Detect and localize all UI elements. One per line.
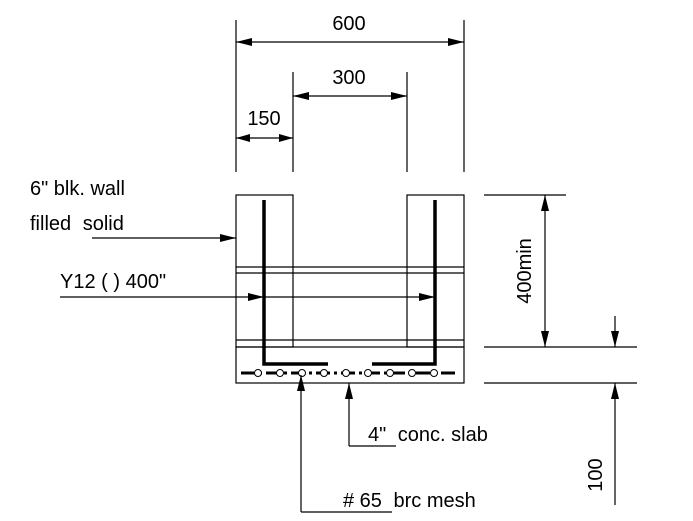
wall-label-filled: filled [30, 213, 71, 235]
course-lines [236, 266, 464, 341]
mesh-label-number: # 65 [343, 490, 382, 512]
dimension-400min: 400min [484, 194, 637, 348]
rebar-label: Y12 ( ) 400" [60, 271, 166, 293]
mesh-bar-dot [364, 369, 372, 377]
slab-label: 4" conc. slab [368, 424, 488, 446]
mesh-bar-dot [430, 369, 438, 377]
dimension-400min-label: 400min [514, 238, 536, 304]
rebar-callout: Y12 ( ) 400" [60, 271, 435, 301]
brc-mesh-line [241, 369, 459, 377]
dimension-100: 100 [484, 316, 637, 505]
wall-callout: 6" blk. wall filled solid [30, 178, 236, 242]
dimension-600-label: 600 [332, 13, 365, 35]
mesh-bar-dot [254, 369, 262, 377]
slab-label-thickness: 4" [368, 424, 386, 446]
mesh-label: # 65 brc mesh [343, 490, 476, 512]
concrete-slab [235, 346, 465, 384]
mesh-bar-dot [342, 369, 350, 377]
mesh-bar-dot [298, 369, 306, 377]
mesh-bar-dot [408, 369, 416, 377]
rebar-bars [262, 200, 437, 366]
mesh-callout: # 65 brc mesh [297, 375, 476, 513]
extension-lines [235, 20, 465, 172]
dimension-100-label: 100 [585, 458, 607, 491]
wall-label-solid: solid [83, 213, 124, 235]
dimension-300-label: 300 [332, 67, 365, 89]
wall-label-line1: 6" blk. wall [30, 178, 125, 200]
mesh-bar-dot [386, 369, 394, 377]
mesh-label-text: brc mesh [394, 490, 476, 512]
dimension-150-label: 150 [247, 108, 280, 130]
slab-label-text: conc. slab [398, 424, 488, 446]
wall-label-line2: filled solid [30, 213, 124, 235]
dimension-600: 600 [236, 13, 464, 46]
dimension-150: 150 [236, 108, 293, 142]
mesh-bar-dot [320, 369, 328, 377]
mesh-bar-dot [276, 369, 284, 377]
slab-callout: 4" conc. slab [345, 383, 488, 447]
dimension-300: 300 [293, 67, 407, 100]
